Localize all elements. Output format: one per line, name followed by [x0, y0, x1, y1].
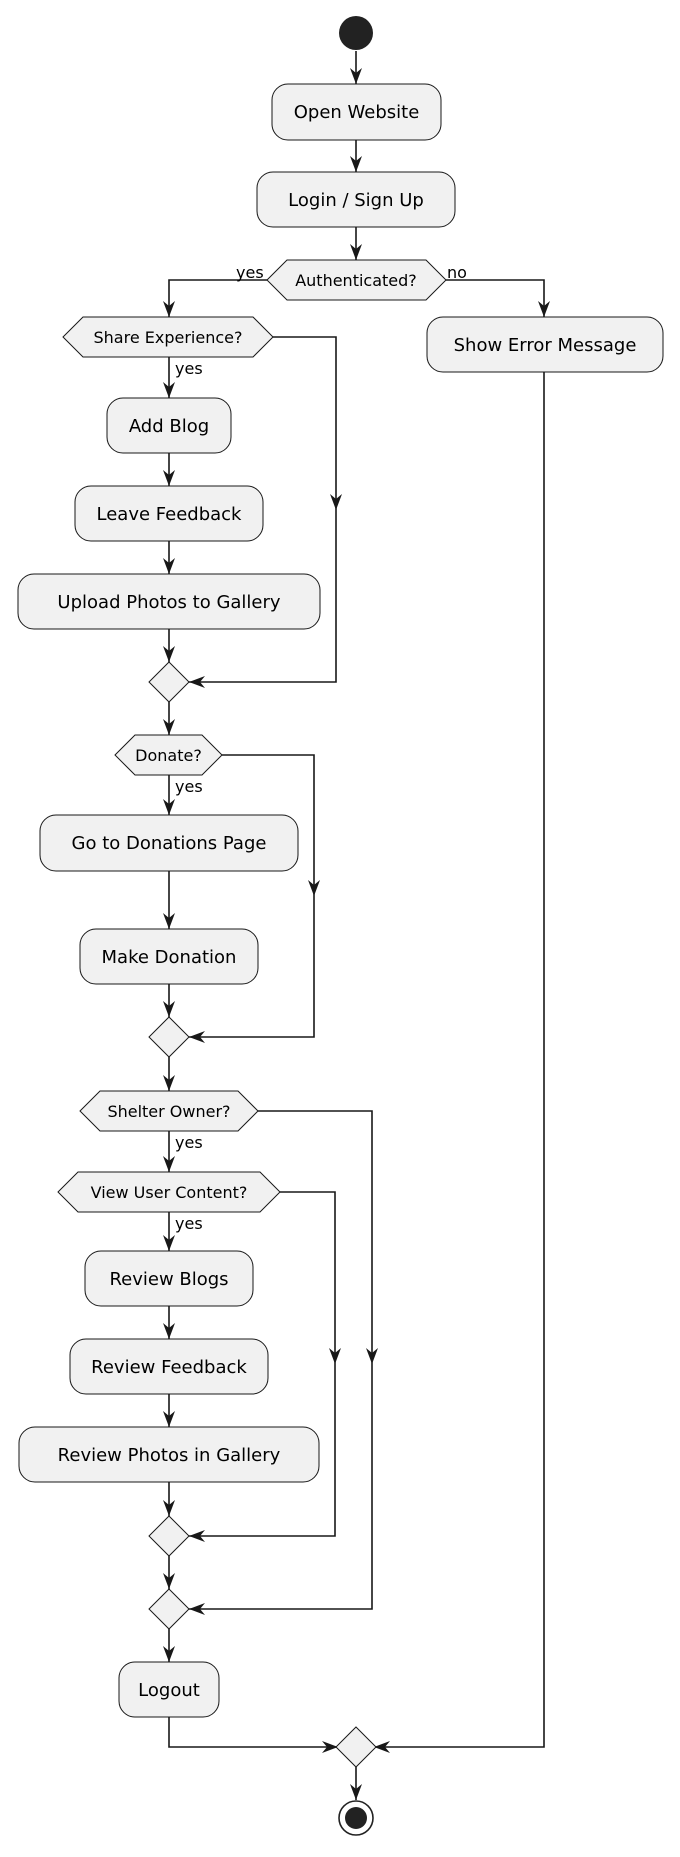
- arrowhead: [329, 1348, 341, 1364]
- decision-label: Shelter Owner?: [107, 1102, 230, 1121]
- decision-authenticated: Authenticated?: [266, 259, 447, 301]
- activity-review-blogs: Review Blogs: [84, 1250, 254, 1307]
- activity-label: Review Photos in Gallery: [58, 1445, 281, 1466]
- arrowhead: [163, 470, 175, 486]
- activity-leave-feedback: Leave Feedback: [74, 485, 264, 542]
- arrowhead: [538, 301, 550, 317]
- arrowhead: [163, 301, 175, 317]
- edge-error-merge: [374, 372, 545, 1748]
- decision-shelter-owner: Shelter Owner?: [79, 1090, 259, 1132]
- arrowhead: [350, 68, 362, 84]
- activity-label: Review Feedback: [91, 1357, 247, 1378]
- decision-view-user-content: View User Content?: [57, 1171, 281, 1213]
- merge-diamond-final: [335, 1726, 377, 1768]
- edge-donate-skip: [189, 754, 315, 1038]
- merge-diamond-donate: [148, 1016, 190, 1058]
- end-node: [338, 1800, 374, 1836]
- arrowhead: [322, 1741, 338, 1753]
- activity-label: Show Error Message: [454, 335, 637, 356]
- activity-make-donation: Make Donation: [79, 928, 259, 985]
- arrowhead: [308, 880, 320, 896]
- activity-label: Logout: [138, 1680, 200, 1701]
- label-donate-yes: yes: [175, 777, 203, 796]
- arrowhead: [163, 1075, 175, 1091]
- arrowhead: [189, 1530, 205, 1542]
- activity-review-photos: Review Photos in Gallery: [18, 1426, 320, 1483]
- activity-upload-photos: Upload Photos to Gallery: [17, 573, 321, 630]
- decision-label: Authenticated?: [295, 271, 417, 290]
- activity-label: Make Donation: [102, 947, 237, 968]
- activity-show-error: Show Error Message: [426, 316, 664, 373]
- activity-label: Login / Sign Up: [288, 190, 424, 211]
- activity-label: Open Website: [294, 102, 420, 123]
- activity-label: Upload Photos to Gallery: [57, 592, 280, 613]
- merge-diamond-share: [148, 661, 190, 703]
- arrowhead: [163, 1411, 175, 1427]
- decision-label: Share Experience?: [94, 328, 243, 347]
- arrowhead: [374, 1741, 390, 1753]
- arrowhead: [366, 1348, 378, 1364]
- edge-auth-no: [446, 279, 545, 317]
- arrowhead: [163, 799, 175, 815]
- activity-login: Login / Sign Up: [256, 171, 456, 228]
- edge-logout-merge: [168, 1717, 338, 1748]
- arrowhead: [163, 558, 175, 574]
- decision-donate: Donate?: [114, 734, 223, 776]
- arrowhead: [350, 1784, 362, 1800]
- arrowhead: [163, 1001, 175, 1017]
- arrowhead: [350, 244, 362, 260]
- arrowhead: [330, 494, 342, 510]
- activity-label: Review Blogs: [109, 1269, 228, 1290]
- activity-label: Add Blog: [129, 416, 209, 437]
- arrowhead: [163, 1323, 175, 1339]
- arrowhead: [163, 913, 175, 929]
- label-view-yes: yes: [175, 1214, 203, 1233]
- activity-logout: Logout: [118, 1661, 220, 1718]
- label-auth-no: no: [447, 263, 467, 282]
- edges: [168, 51, 545, 1800]
- activity-label: Leave Feedback: [97, 504, 243, 525]
- merge-diamond-view-content: [148, 1515, 190, 1557]
- label-auth-yes: yes: [236, 263, 264, 282]
- arrowhead: [163, 382, 175, 398]
- arrowhead: [163, 646, 175, 662]
- arrowhead: [163, 1646, 175, 1662]
- activity-label: Go to Donations Page: [72, 833, 267, 854]
- merge-diamond-shelter: [148, 1588, 190, 1630]
- arrowhead: [163, 1573, 175, 1589]
- arrowheads: [163, 68, 550, 1800]
- activity-review-feedback: Review Feedback: [69, 1338, 269, 1395]
- arrowhead: [189, 1031, 205, 1043]
- label-shelter-yes: yes: [175, 1133, 203, 1152]
- activity-open-website: Open Website: [271, 83, 442, 141]
- activity-go-donations: Go to Donations Page: [39, 814, 299, 872]
- arrowhead: [189, 1603, 205, 1615]
- decision-label: Donate?: [135, 746, 202, 765]
- arrowhead: [163, 1235, 175, 1251]
- activity-add-blog: Add Blog: [106, 397, 232, 454]
- edge-auth-yes: [168, 279, 267, 317]
- label-share-yes: yes: [175, 359, 203, 378]
- arrowhead: [189, 676, 205, 688]
- decision-label: View User Content?: [91, 1183, 248, 1202]
- start-node: [339, 16, 373, 50]
- arrowhead: [163, 1500, 175, 1516]
- arrowhead: [350, 156, 362, 172]
- decision-share-experience: Share Experience?: [62, 316, 274, 358]
- arrowhead: [163, 719, 175, 735]
- arrowhead: [163, 1156, 175, 1172]
